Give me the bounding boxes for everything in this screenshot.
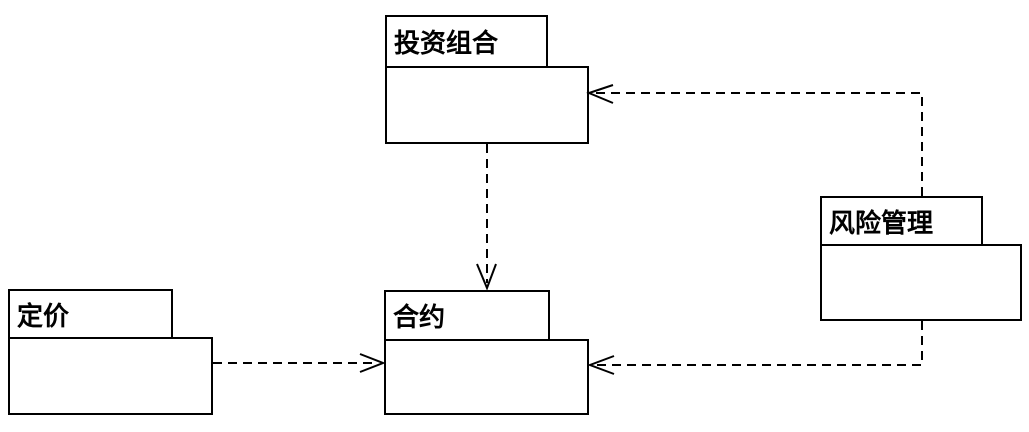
package-contract-body [384, 339, 589, 415]
package-contract-tab: 合约 [384, 290, 550, 339]
package-pricing-label: 定价 [17, 300, 70, 331]
package-portfolio-tab: 投资组合 [385, 15, 548, 66]
package-pricing-tab: 定价 [8, 289, 173, 337]
package-risk-management-label: 风险管理 [829, 207, 934, 238]
dependency-pricing-to-contract [213, 353, 386, 373]
package-portfolio-label: 投资组合 [394, 28, 499, 58]
dependency-risk-management-to-portfolio [586, 84, 923, 196]
dependency-portfolio-to-contract [476, 144, 497, 291]
package-portfolio-body [385, 66, 589, 144]
package-pricing-body [8, 337, 213, 415]
package-contract-label: 合约 [393, 302, 446, 332]
dependency-risk-management-to-contract [587, 321, 923, 375]
package-risk-management-tab: 风险管理 [820, 196, 983, 244]
package-risk-management-body [820, 244, 1022, 321]
